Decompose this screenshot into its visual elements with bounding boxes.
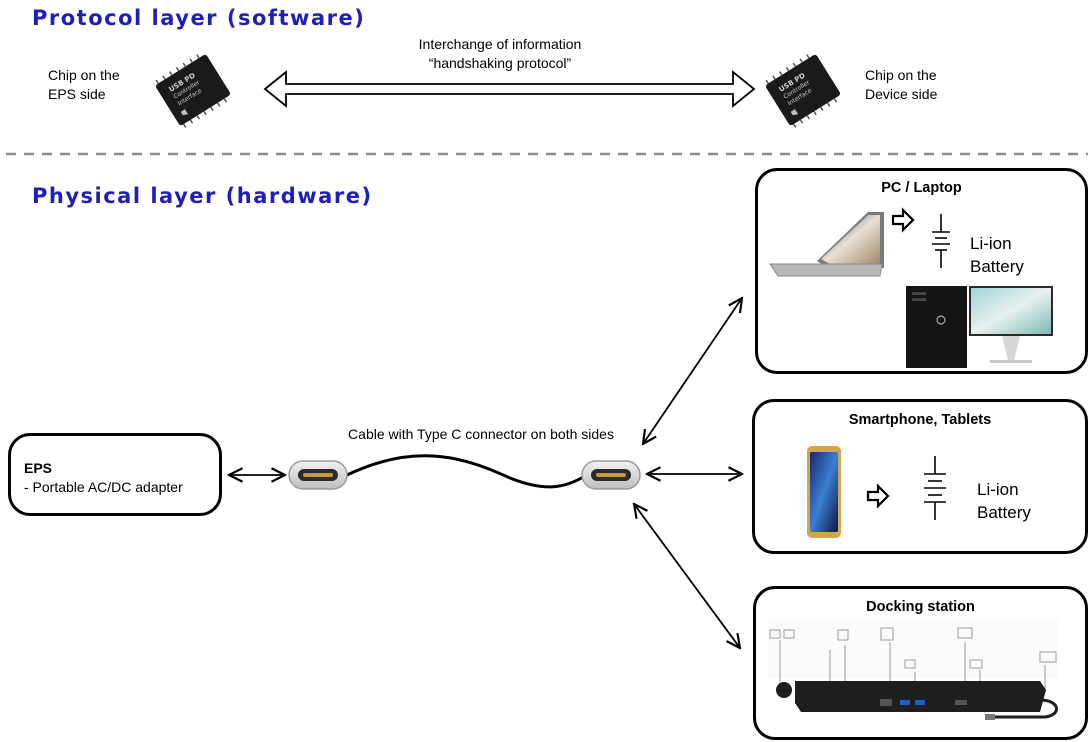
phone-hollow-arrow-icon xyxy=(866,483,890,509)
chip-device-label-line2: Device side xyxy=(865,86,938,102)
pc-battery-label-line2: Battery xyxy=(970,257,1024,276)
interchange-label-line1: Interchange of information xyxy=(418,36,582,52)
handshake-double-arrow-icon xyxy=(263,70,756,108)
interchange-label: Interchange of information “handshaking … xyxy=(380,35,620,73)
smartphone-icon xyxy=(807,446,841,538)
monitor-icon xyxy=(969,286,1053,363)
pc-battery-label-line1: Li-ion xyxy=(970,234,1012,253)
usb-c-connector-left-icon xyxy=(288,460,348,490)
cable-label: Cable with Type C connector on both side… xyxy=(348,426,614,442)
usb-c-connector-right-icon xyxy=(581,460,641,490)
phone-battery-label-line1: Li-ion xyxy=(977,480,1019,499)
interchange-label-line2: “handshaking protocol” xyxy=(428,55,572,71)
protocol-layer-title: Protocol layer (software) xyxy=(32,6,366,30)
chip-device-label-line1: Chip on the xyxy=(865,67,937,83)
pc-battery-symbol-icon xyxy=(932,214,950,268)
pc-battery-label: Li-ion Battery xyxy=(970,232,1024,278)
arrow-to-pc xyxy=(643,298,742,444)
pc-hollow-arrow-icon xyxy=(891,207,915,233)
phone-box-title: Smartphone, Tablets xyxy=(848,412,992,428)
phone-battery-symbol-icon xyxy=(924,456,946,520)
laptop-icon xyxy=(769,212,884,277)
chip-device-label: Chip on the Device side xyxy=(865,66,937,104)
chip-eps-label-line1: Chip on the xyxy=(48,67,120,83)
usb-c-cable xyxy=(346,454,586,489)
chip-eps-icon: USB PD Controller Interface xyxy=(155,54,231,128)
eps-box: EPS - Portable AC/DC adapter xyxy=(8,433,222,516)
desktop-tower-icon xyxy=(906,286,967,368)
phone-battery-label: Li-ion Battery xyxy=(977,478,1031,524)
eps-box-subtitle: - Portable AC/DC adapter xyxy=(24,479,183,495)
chip-eps-label: Chip on the EPS side xyxy=(48,66,120,104)
dock-box-title: Docking station xyxy=(866,599,975,615)
pc-box-title: PC / Laptop xyxy=(881,180,962,196)
chip-device-icon: USB PD Controller Interface xyxy=(765,54,841,128)
docking-station-icon xyxy=(768,620,1058,720)
chip-eps-label-line2: EPS side xyxy=(48,86,106,102)
eps-box-title: EPS xyxy=(24,460,53,476)
physical-layer-title: Physical layer (hardware) xyxy=(32,184,373,208)
arrow-to-dock xyxy=(634,504,740,648)
phone-battery-label-line2: Battery xyxy=(977,503,1031,522)
